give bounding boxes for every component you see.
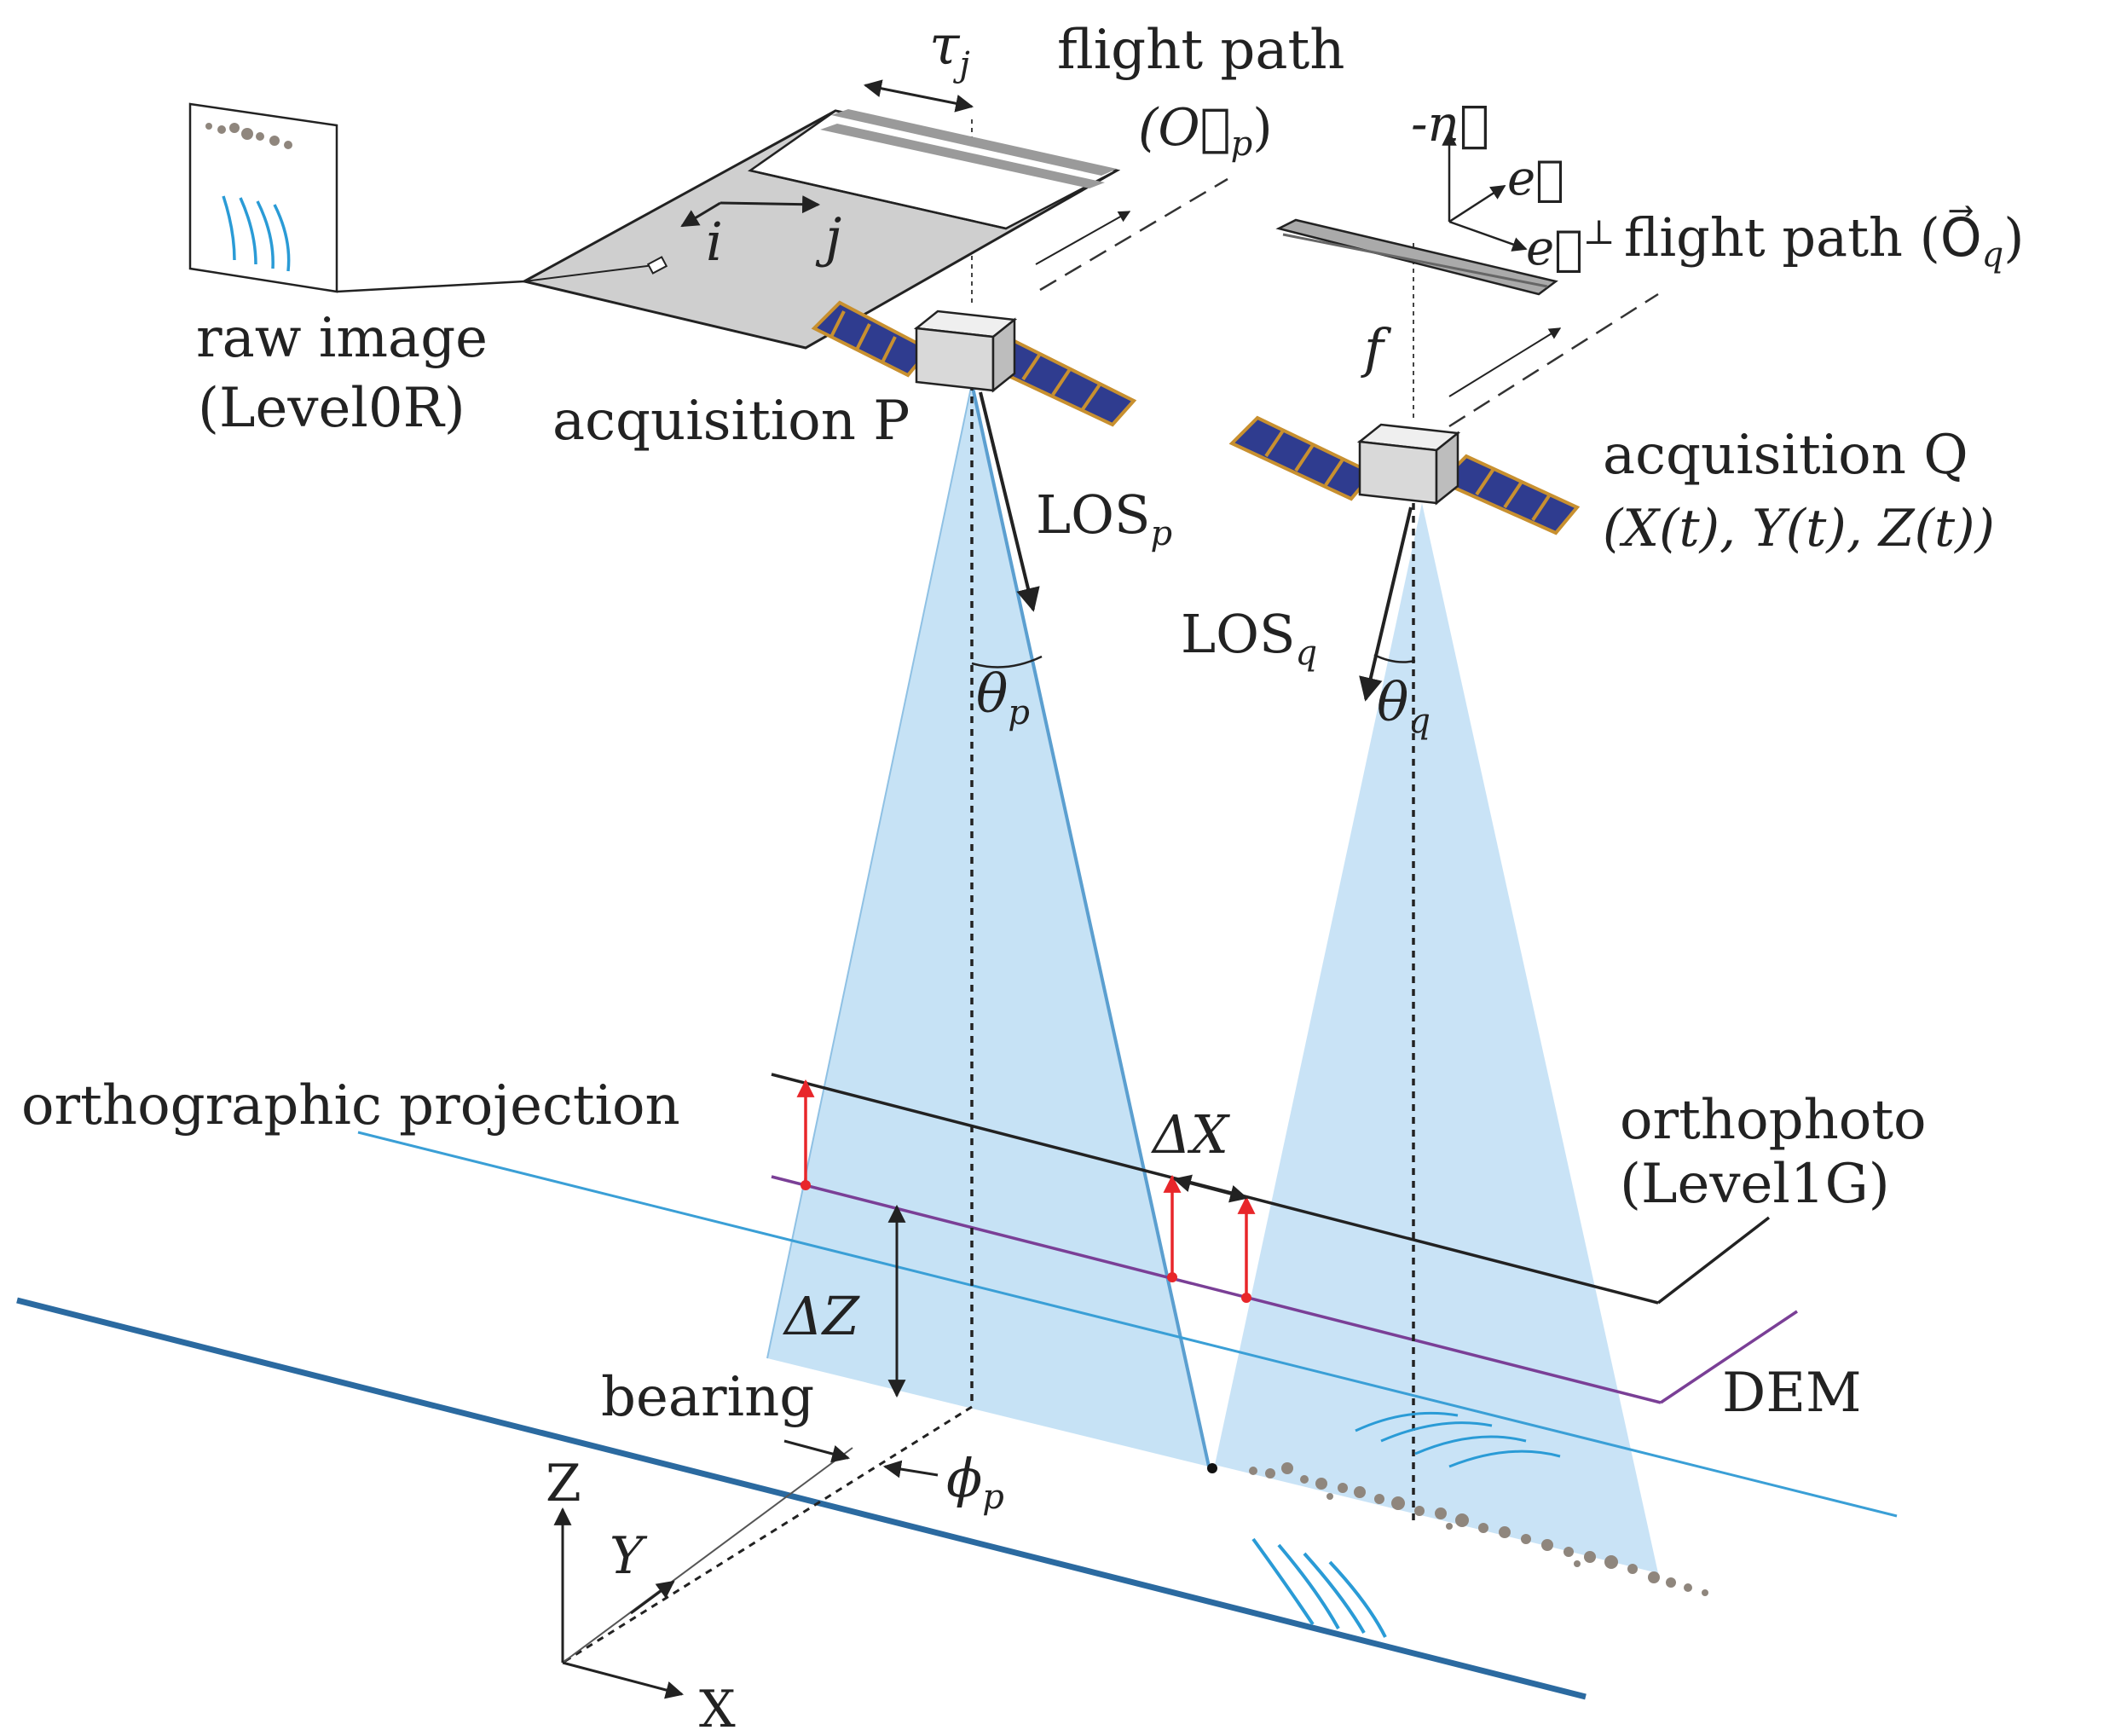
theta-q-label: θq bbox=[1377, 671, 1431, 741]
axis-y-label: Y bbox=[610, 1526, 648, 1586]
e-perp-label: e⃗⊥ bbox=[1526, 213, 1615, 276]
n-vec-label: -n⃗ bbox=[1411, 95, 1489, 153]
pebbles-ground bbox=[1249, 1462, 1708, 1596]
y-axis-arrow bbox=[630, 1580, 675, 1615]
e-vec-label: e⃗ bbox=[1507, 151, 1564, 206]
image-plane-q bbox=[1275, 218, 1558, 296]
ground-point bbox=[1207, 1463, 1217, 1473]
e-vec-arrow bbox=[1448, 184, 1506, 223]
i-arrow bbox=[680, 201, 721, 228]
flight-path-p-label: flight path bbox=[1057, 19, 1344, 82]
orthophoto-leader bbox=[1656, 1216, 1771, 1305]
beam-p-edge bbox=[970, 383, 1211, 1467]
beam-q bbox=[1215, 503, 1658, 1573]
acquisition-q-coords: (X(t), Y(t), Z(t)) bbox=[1603, 499, 1995, 558]
image-plane-q-stripe bbox=[1282, 233, 1548, 288]
dem-line bbox=[771, 1175, 1662, 1404]
raw-image-card bbox=[188, 102, 338, 293]
flight-path-q-dash bbox=[1448, 292, 1659, 428]
satellite-p bbox=[811, 300, 1137, 427]
raw-image-level-label: (Level0R) bbox=[198, 377, 465, 440]
red-dot-1 bbox=[801, 1180, 811, 1190]
x-axis bbox=[562, 1661, 685, 1699]
ground-line bbox=[16, 1297, 1587, 1700]
beam-p bbox=[767, 384, 1209, 1467]
flight-path-p-vector: (O⃗p) bbox=[1138, 98, 1273, 164]
flight-path-q-label: flight path (O⃗q) bbox=[1624, 205, 2024, 275]
tau-arrow bbox=[863, 79, 974, 113]
image-plane-p-strip1 bbox=[831, 109, 1117, 176]
dem-label: DEM bbox=[1722, 1362, 1862, 1425]
e-perp-arrow bbox=[1448, 220, 1528, 252]
y-axis-line bbox=[562, 1447, 853, 1664]
delta-x-arrow bbox=[1172, 1174, 1249, 1203]
axis-x-label: X bbox=[699, 1680, 736, 1736]
waves-ground bbox=[1251, 1537, 1387, 1638]
waves-dem bbox=[1355, 1411, 1561, 1468]
raw-image-leader bbox=[336, 280, 525, 293]
bearing-arrow bbox=[783, 1439, 851, 1463]
tau-label: τj bbox=[929, 14, 970, 84]
orthographic-projection-label: orthographic projection bbox=[21, 1074, 680, 1137]
red-dot-2 bbox=[1167, 1272, 1177, 1282]
image-plane-p-line bbox=[749, 169, 1007, 230]
i-label: i bbox=[706, 211, 723, 273]
bearing-dashed bbox=[562, 1405, 973, 1664]
image-plane-p-raw-link bbox=[523, 263, 662, 282]
raw-image-label: raw image bbox=[196, 307, 488, 370]
f-label: f bbox=[1361, 317, 1392, 379]
theta-p-label: θp bbox=[976, 663, 1030, 732]
delta-z-label: ΔZ bbox=[783, 1285, 860, 1347]
ortho-line bbox=[357, 1131, 1898, 1518]
phi-arrow bbox=[882, 1460, 939, 1478]
acquisition-q-label: acquisition Q bbox=[1603, 424, 1968, 487]
raw-image-pebbles bbox=[205, 123, 292, 149]
acquisition-p-label: acquisition P bbox=[552, 390, 910, 453]
los-q-label: LOSq bbox=[1181, 603, 1317, 673]
beam-p-edge-left bbox=[766, 383, 973, 1359]
satellite-q bbox=[1228, 415, 1581, 535]
theta-p-arc bbox=[971, 655, 1043, 668]
bearing-label: bearing bbox=[601, 1366, 814, 1429]
flight-path-q-arrow bbox=[1448, 327, 1562, 397]
los-q-arrow bbox=[1359, 506, 1413, 702]
delta-x-label: ΔX bbox=[1151, 1103, 1231, 1166]
flight-path-p-dash bbox=[1039, 177, 1228, 292]
axis-z-label: Z bbox=[546, 1454, 581, 1513]
image-plane-p-strip2 bbox=[820, 124, 1105, 188]
red-dot-3 bbox=[1241, 1293, 1251, 1303]
orthophoto-label: orthophoto bbox=[1620, 1089, 1927, 1152]
dem-leader bbox=[1660, 1310, 1798, 1404]
orthophoto-level-label: (Level1G) bbox=[1620, 1153, 1890, 1216]
los-p-arrow bbox=[979, 391, 1040, 612]
los-p-label: LOSp bbox=[1036, 483, 1172, 553]
phi-p-label: ϕp bbox=[946, 1447, 1004, 1517]
flight-path-p-arrow bbox=[1035, 211, 1131, 265]
raw-image-waves bbox=[222, 195, 291, 272]
j-arrow bbox=[720, 195, 821, 214]
pixel-marker bbox=[646, 256, 668, 275]
theta-q-arc bbox=[1373, 653, 1416, 663]
